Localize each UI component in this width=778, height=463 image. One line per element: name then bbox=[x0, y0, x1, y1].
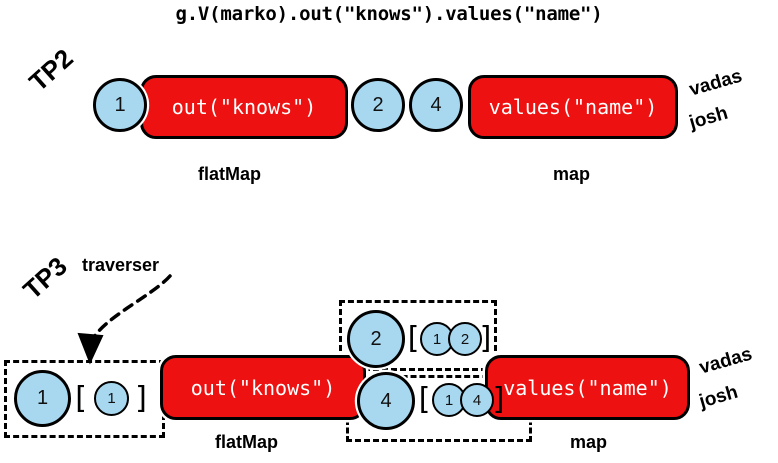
tp3-traverser-branch-2-box bbox=[339, 300, 497, 378]
tp3-traverser-branch-2-bracket-close: ] bbox=[477, 321, 496, 356]
tp2-vertex-circle-1: 1 bbox=[93, 78, 147, 132]
tp3-out-knows-step-label: out("knows") bbox=[190, 375, 336, 400]
tp2-map-caption: map bbox=[553, 164, 591, 184]
tp3-values-name-step[interactable]: values("name") bbox=[485, 355, 690, 420]
tp3-traverser-branch-4-object-value: 4 bbox=[380, 389, 392, 412]
tp3-traverser-input-object: 1 bbox=[14, 370, 71, 427]
tp3-flatmap-caption: flatMap bbox=[215, 432, 278, 452]
traverser-pointer-arrow bbox=[77, 274, 172, 365]
tp3-traverser-input-object-value: 1 bbox=[36, 387, 49, 409]
tp2-vertex-1-value: 1 bbox=[114, 93, 126, 116]
tp3-traverser-input-path-1-value: 1 bbox=[107, 390, 116, 407]
tp3-traverser-branch-4-path-1-value: 1 bbox=[444, 391, 454, 409]
tp2-out-knows-step[interactable]: out("knows") bbox=[140, 75, 348, 139]
tp3-traverser-branch-2-object: 2 bbox=[347, 310, 405, 368]
tp3-traverser-branch-2-path-2-value: 2 bbox=[460, 330, 470, 348]
tp2-values-name-step[interactable]: values("name") bbox=[468, 75, 678, 139]
tp2-values-name-step-label: values("name") bbox=[488, 95, 658, 119]
tp2-vertex-4-value: 4 bbox=[430, 93, 442, 116]
tp3-traverser-branch-4-bracket-open: [ bbox=[414, 382, 433, 417]
tp3-traverser-branch-4-bracket-close: ] bbox=[490, 382, 509, 417]
tp3-result-josh: josh bbox=[696, 381, 741, 413]
tp3-out-knows-step[interactable]: out("knows") bbox=[160, 355, 366, 420]
tp3-result-vadas: vadas bbox=[696, 343, 755, 379]
tp2-result-josh: josh bbox=[686, 102, 731, 134]
tp3-traverser-branch-4-object: 4 bbox=[357, 372, 415, 430]
tp3-traverser-branch-2-bracket-open: [ bbox=[403, 321, 422, 356]
tp2-result-vadas: vadas bbox=[686, 65, 745, 101]
tp2-vertex-circle-2: 2 bbox=[351, 78, 405, 132]
page-title: g.V(marko).out("knows").values("name") bbox=[175, 3, 603, 25]
tp3-traverser-input-path-1: 1 bbox=[94, 381, 129, 416]
tp2-vertex-circle-4: 4 bbox=[409, 78, 463, 132]
tp2-flatmap-caption: flatMap bbox=[198, 164, 261, 184]
tp3-traverser-branch-4-path-2: 4 bbox=[460, 383, 494, 417]
tp3-values-name-step-label: values("name") bbox=[503, 375, 672, 400]
tp3-traverser-branch-4-path-1: 1 bbox=[432, 383, 466, 417]
tp3-traverser-branch-2-path-1: 1 bbox=[420, 322, 454, 356]
tp3-traverser-input-bracket-close: ] bbox=[132, 381, 152, 416]
tp3-traverser-input-bracket-open: [ bbox=[70, 381, 90, 416]
tp2-vertex-2-value: 2 bbox=[372, 93, 384, 116]
tp3-traverser-branch-2-object-value: 2 bbox=[370, 327, 382, 350]
tp3-traverser-branch-2-path-2: 2 bbox=[448, 322, 482, 356]
tp3-traverser-branch-2-path-1-value: 1 bbox=[432, 330, 442, 348]
tp2-out-knows-step-label: out("knows") bbox=[171, 95, 317, 119]
tp2-version-label: TP2 bbox=[23, 42, 79, 98]
traverser-annotation-label: traverser bbox=[82, 255, 160, 275]
tp3-map-caption: map bbox=[570, 432, 608, 452]
tp3-traverser-branch-4-path-2-value: 4 bbox=[472, 391, 482, 409]
